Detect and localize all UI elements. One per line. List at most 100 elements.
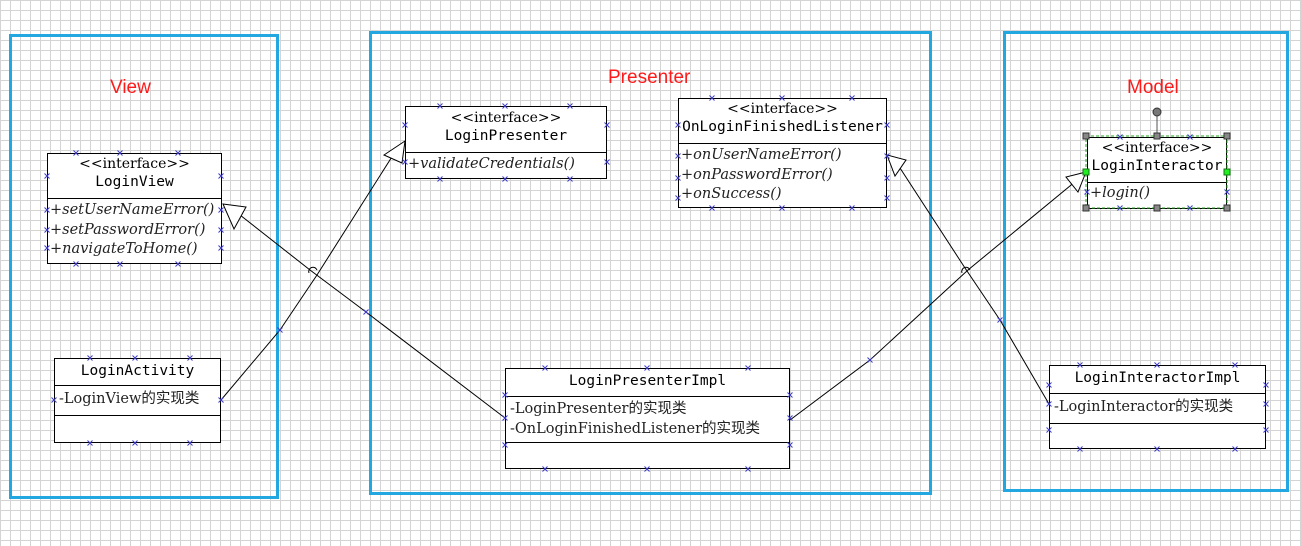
selection-frame (1085, 135, 1228, 209)
realization-arrowhead (382, 139, 406, 164)
connection-point (849, 95, 855, 101)
connection-point (1263, 427, 1269, 433)
connection-point (502, 415, 508, 421)
login-view-op: +navigateToHome() (50, 241, 198, 257)
connection-point (73, 261, 79, 267)
connection-point (277, 327, 283, 333)
login-presenter-impl-attribute: -LoginPresenter的实现类 (510, 401, 687, 417)
connection-point (502, 392, 508, 398)
connection-point (44, 227, 50, 233)
listener-op: +onUserNameError() (681, 147, 842, 163)
connection-point (1154, 362, 1160, 368)
connection-point (675, 195, 681, 201)
login-activity-class[interactable]: LoginActivity -LoginView的实现类 (54, 358, 221, 443)
connection-point (44, 173, 50, 179)
connection-point (1046, 427, 1052, 433)
realization-arrowhead (886, 154, 907, 178)
realization-line-presenterimpl-to-interactor[interactable] (789, 180, 1077, 421)
connection-point (604, 159, 610, 165)
login-interactor-stereotype: <<interface>> (1101, 140, 1213, 156)
rotation-handle[interactable] (1152, 107, 1162, 117)
login-presenter-stereotype: <<interface>> (450, 110, 562, 126)
listener-op: +onSuccess() (681, 186, 782, 202)
connection-point (779, 95, 785, 101)
connection-point (502, 176, 508, 182)
connection-point (402, 159, 408, 165)
connection-point (44, 245, 50, 251)
connection-points (44, 95, 1269, 472)
connection-point (604, 122, 610, 128)
connection-point (1077, 446, 1083, 452)
login-view-class[interactable]: <<interface>> LoginView +setUserNameErro… (47, 153, 222, 264)
connection-point (87, 355, 93, 361)
connection-point (437, 176, 443, 182)
realization-line-activity-to-presenter[interactable] (220, 151, 396, 401)
connection-point (1046, 401, 1052, 407)
login-interactor-impl-name: LoginInteractorImpl (1074, 370, 1241, 386)
connection-point (132, 355, 138, 361)
connection-point (745, 466, 751, 472)
resize-handles[interactable] (1082, 132, 1231, 212)
connection-point (175, 150, 181, 156)
connection-point (787, 442, 793, 448)
connection-point (218, 207, 224, 213)
connection-point (175, 261, 181, 267)
connection-point (675, 153, 681, 159)
side-handles[interactable] (1082, 168, 1231, 176)
login-view-name: LoginView (95, 174, 174, 190)
connection-point (884, 153, 890, 159)
connection-point (1232, 446, 1238, 452)
view-region (9, 34, 279, 499)
connection-point (997, 317, 1003, 323)
connection-point (567, 176, 573, 182)
connection-point (1117, 134, 1123, 140)
presenter-region-title: Presenter (608, 67, 691, 88)
connection-point (884, 195, 890, 201)
login-presenter-name: LoginPresenter (444, 128, 568, 144)
login-view-op: +setPasswordError() (50, 221, 206, 238)
connection-point (787, 392, 793, 398)
connection-point (44, 207, 50, 213)
realization-arrowhead (1065, 171, 1087, 193)
login-presenter-impl-attributes: -LoginPresenter的实现类 -OnLoginFinishedList… (506, 397, 789, 443)
listener-op: +onPasswordError() (681, 166, 833, 183)
login-view-op: +setUserNameError() (50, 202, 215, 218)
login-presenter-class[interactable]: <<interface>> LoginPresenter +validateCr… (405, 106, 607, 179)
connection-point (542, 466, 548, 472)
listener-stereotype: <<interface>> (727, 101, 838, 117)
on-login-finished-listener-class[interactable]: <<interface>> OnLoginFinishedListener +o… (678, 98, 887, 208)
connection-point (644, 466, 650, 472)
login-interactor-impl-class[interactable]: LoginInteractorImpl -LoginInteractor的实现类 (1049, 365, 1266, 449)
connection-point (1187, 205, 1193, 211)
login-view-stereotype: <<interface>> (79, 156, 190, 172)
realization-line-presenterimpl-to-view[interactable] (239, 214, 506, 419)
model-region (1003, 31, 1289, 492)
login-presenter-impl-attribute: -OnLoginFinishedListener的实现类 (510, 420, 761, 437)
connection-point (187, 355, 193, 361)
connection-point (787, 415, 793, 421)
connection-point (117, 261, 123, 267)
login-interactor-class[interactable]: <<interface>> LoginInteractor +login() (1087, 137, 1227, 209)
login-presenter-impl-class[interactable]: LoginPresenterImpl -LoginPresenter的实现类 -… (505, 368, 790, 469)
connection-point (675, 175, 681, 181)
connection-point (437, 103, 443, 109)
login-presenter-op: +validateCredentials() (408, 156, 575, 172)
connection-point (218, 245, 224, 251)
connection-point (1232, 362, 1238, 368)
connection-point (1263, 382, 1269, 388)
connection-point (1077, 362, 1083, 368)
login-activity-attribute: -LoginView的实现类 (55, 386, 220, 416)
login-presenter-impl-name: LoginPresenterImpl (568, 373, 727, 389)
connection-point (567, 103, 573, 109)
connection-point (187, 440, 193, 446)
connection-point (1084, 189, 1090, 195)
connection-point (849, 205, 855, 211)
view-region-title: View (110, 77, 151, 98)
connection-point (1046, 382, 1052, 388)
connection-point (709, 95, 715, 101)
connection-point (1224, 189, 1230, 195)
connection-point (87, 440, 93, 446)
realization-line-interactorimpl-to-listener[interactable] (899, 167, 1050, 405)
line-hop (961, 266, 971, 274)
login-interactor-name: LoginInteractor (1091, 158, 1223, 174)
